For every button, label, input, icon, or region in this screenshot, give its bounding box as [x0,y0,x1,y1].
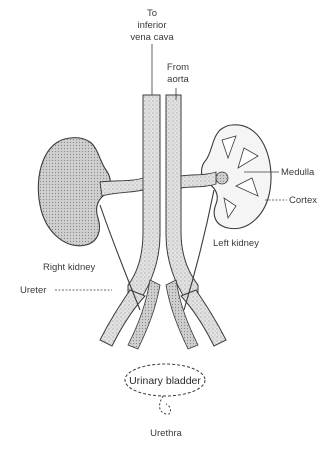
label-aorta-1: From [167,62,189,73]
right-kidney [38,138,110,246]
urethra [160,396,171,414]
label-cortex: Cortex [289,195,317,206]
label-urinary-bladder: Urinary bladder [129,375,201,387]
right-ureter [100,205,140,310]
label-aorta-2: aorta [167,74,189,85]
aorta [166,95,198,300]
renal-pelvis [216,172,228,184]
inferior-vena-cava [128,95,160,300]
left-renal-artery [181,172,216,188]
label-vena-cava-3: vena cava [130,32,174,43]
label-ureter: Ureter [20,285,46,296]
label-vena-cava-2: inferior [137,20,166,31]
label-medulla: Medulla [281,167,315,178]
label-urethra: Urethra [150,428,182,439]
label-left-kidney: Left kidney [213,238,259,249]
label-vena-cava-1: To [147,8,157,19]
label-right-kidney: Right kidney [43,262,96,273]
